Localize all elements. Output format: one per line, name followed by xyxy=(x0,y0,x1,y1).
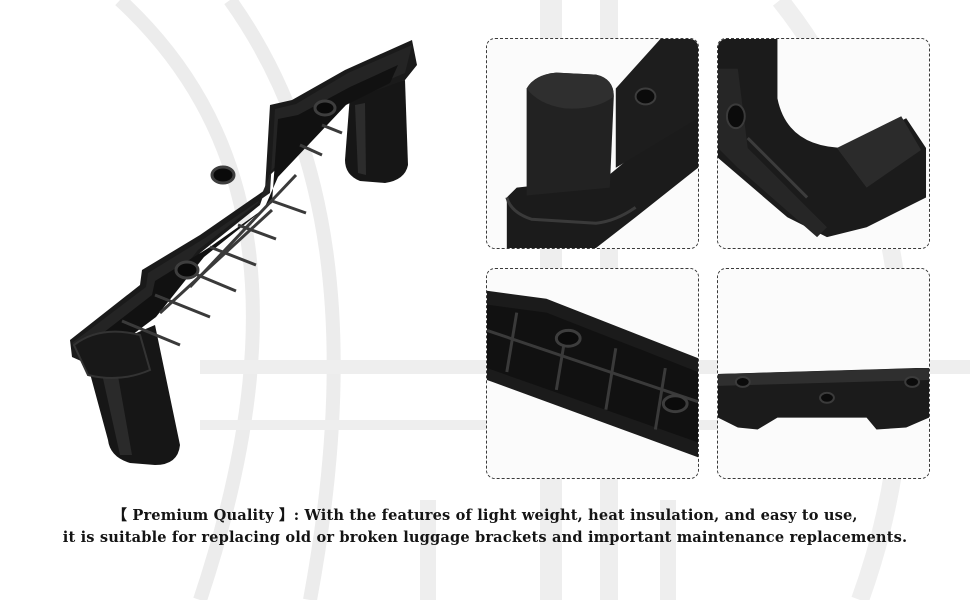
product-caption: 【 Premium Quality 】: With the features o… xyxy=(0,505,970,549)
detail-side-angle xyxy=(717,38,930,249)
caption-tag: 【 Premium Quality 】 xyxy=(112,507,294,524)
caption-line-2: it is suitable for replacing old or brok… xyxy=(62,529,908,546)
detail-tray-ribs xyxy=(486,268,699,479)
caption-line-1-text: : With the features of light weight, hea… xyxy=(293,507,858,524)
caption-line-1: 【 Premium Quality 】: With the features o… xyxy=(0,505,970,527)
detail-bottom-plate xyxy=(717,268,930,479)
luggage-bracket-photo xyxy=(70,40,417,465)
detail-leg-closeup xyxy=(486,38,699,249)
